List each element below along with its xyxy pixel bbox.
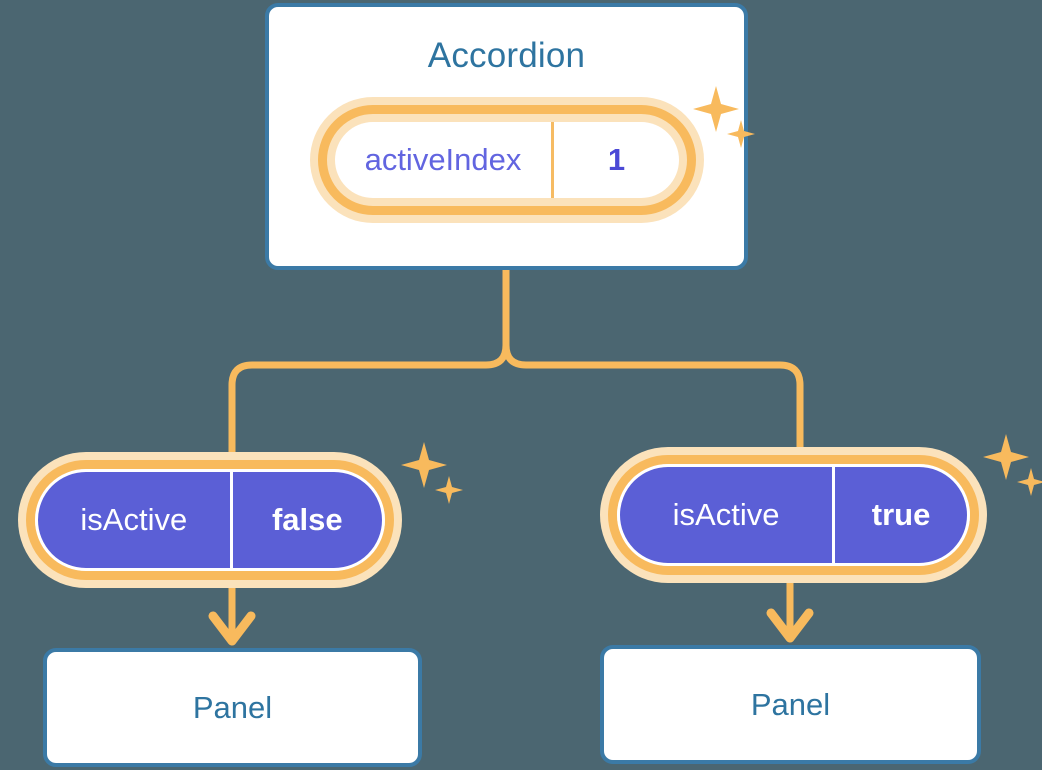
branch-left-line bbox=[228, 341, 510, 466]
arrow-down-icon bbox=[766, 608, 814, 643]
left-state-divider bbox=[229, 472, 233, 568]
left-state-ring bbox=[26, 460, 394, 580]
right-state-value: true bbox=[871, 497, 931, 532]
sparkle-icon bbox=[983, 434, 1042, 496]
left-state-key: isActive bbox=[80, 502, 188, 537]
sparkle-icon bbox=[401, 442, 463, 504]
arrow-down-icon bbox=[208, 611, 256, 646]
left-state-pill[interactable]: isActive false bbox=[35, 469, 385, 571]
root-state-key: activeIndex bbox=[364, 142, 522, 177]
panel-card-left[interactable]: Panel bbox=[43, 648, 422, 767]
right-state-ring bbox=[608, 455, 979, 575]
root-state-pill[interactable]: activeIndex 1 bbox=[335, 122, 679, 198]
root-state-divider bbox=[551, 122, 554, 198]
root-state-ring bbox=[318, 105, 696, 215]
left-state-value: false bbox=[271, 502, 343, 537]
branch-right-line bbox=[502, 341, 804, 461]
root-state-value: 1 bbox=[607, 142, 626, 177]
panel-left-title: Panel bbox=[192, 689, 273, 725]
panel-right-title: Panel bbox=[750, 686, 831, 722]
page-title: Accordion bbox=[427, 36, 586, 75]
right-state-key: isActive bbox=[672, 497, 780, 532]
right-state-divider bbox=[832, 467, 836, 563]
right-state-pill[interactable]: isActive true bbox=[617, 464, 970, 566]
panel-card-right[interactable]: Panel bbox=[600, 645, 981, 764]
